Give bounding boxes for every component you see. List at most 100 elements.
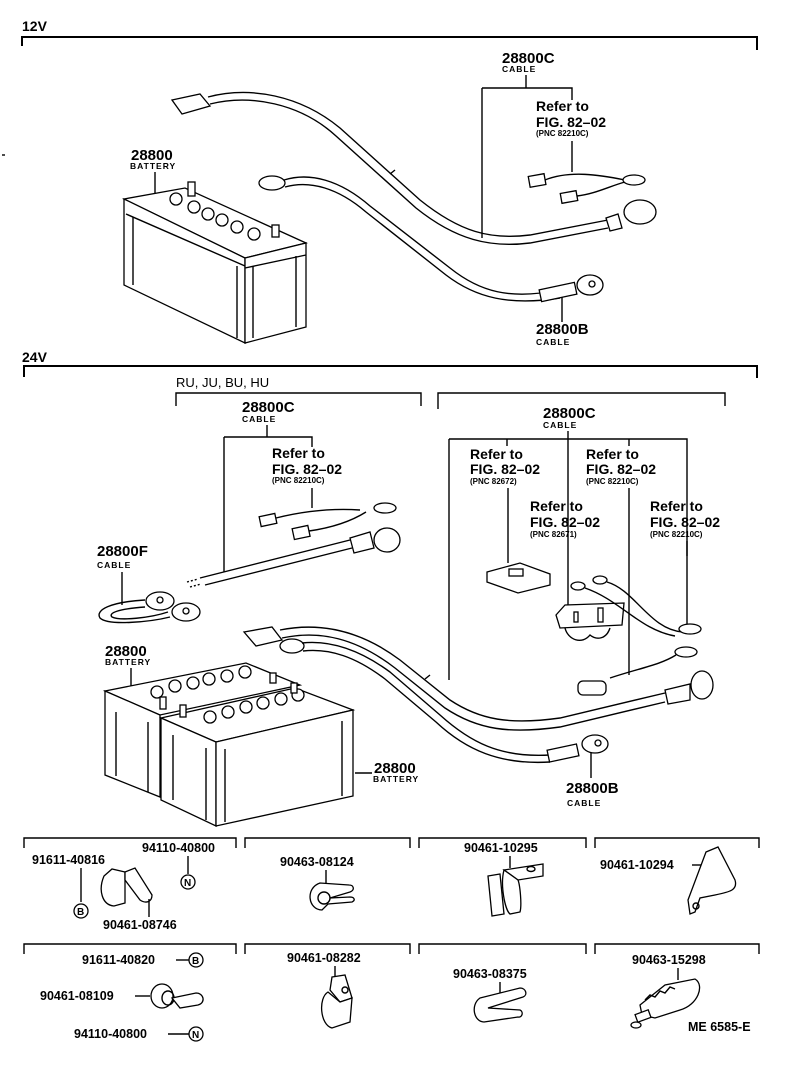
pnc-code: (PNC 82210C) [586,477,639,486]
diagram-code: ME 6585-E [688,1020,751,1034]
part-number: 94110-40800 [142,841,215,855]
cable-label-28800f: 28800F CABLE [97,543,148,605]
clamp-box-4: 90461-10294 [600,846,737,915]
clamp-box-7: 90463-08375 [453,967,527,1023]
cable-label-28800c-24v-right: 28800C CABLE [448,405,688,680]
clamp-box-bracket [594,943,760,954]
clamp-box-bracket [23,837,237,848]
battery-24v-a [102,662,303,798]
bolt-symbol-icon [188,952,204,968]
symbol-letter: B [77,907,84,918]
variant-bracket-left [175,392,422,406]
refer-to-text: Refer to [470,446,523,462]
variant-bracket-right [437,392,726,409]
part-number: 28800 [131,147,173,164]
part-number: 90463-08124 [280,855,354,869]
part-name: CABLE [567,798,601,808]
pnc-code: (PNC 82210C) [650,530,703,539]
part-name: CABLE [242,414,276,424]
symbol-letter: B [192,956,199,967]
clamp-box-5: 91611-40820 B 90461-08109 94110-40800 N [40,952,204,1042]
part-number: 28800B [536,321,589,338]
cable-28800b-12v [258,175,604,322]
refer-to-text: Refer to [536,98,589,114]
cable-label-28800c-12v: 28800C CABLE [481,50,573,238]
clamp-box-8: 90463-15298 [630,953,706,1029]
pnc-code: (PNC 82210C) [272,476,325,485]
part-number: 28800C [502,50,555,67]
refer-to-text: Refer to [650,498,703,514]
part-number: 28800 [374,760,416,777]
clamp-box-2: 90463-08124 [280,855,355,911]
section-12v: 12V 28800 BATTERY [2,18,758,347]
section-24v: 24V RU, JU, BU, HU 28800C CABLE Refer to… [22,349,758,828]
reference-note-24v-pnc-82672: Refer to FIG. 82–02 (PNC 82672) [470,446,540,563]
reference-note-24v-left: Refer to FIG. 82–02 (PNC 82210C) [272,445,342,508]
battery-12v [121,181,308,345]
nut-symbol-icon [180,874,196,890]
cable-tie-icon [639,978,701,1019]
part-name: BATTERY [373,774,419,784]
part-name: BATTERY [105,657,151,667]
clamp-icon [309,882,355,911]
part-number: 90461-08282 [287,951,361,965]
part-number: 28800F [97,543,148,560]
clamp-box-bracket [244,943,411,954]
section-bracket-12v [21,36,758,50]
reference-note-24v-pnc-82671: Refer to FIG. 82–02 (PNC 82671) [530,498,600,539]
cable-28800b-24v [279,638,609,778]
variant-label: RU, JU, BU, HU [176,375,269,390]
bolt-symbol-icon [73,903,89,919]
clamp-icon [100,868,126,907]
clamp-box-bracket [594,837,760,848]
part-name: CABLE [97,560,131,570]
battery-label-24v-a: 28800 BATTERY [105,643,151,688]
part-name: CABLE [536,337,570,347]
cable-28800f [98,591,201,624]
figure-reference: FIG. 82–02 [470,461,540,477]
figure-reference: FIG. 82–02 [536,114,606,130]
battery-label-12v: 28800 BATTERY [130,147,176,197]
figure-reference: FIG. 82–02 [650,514,720,530]
refer-to-text: Refer to [586,446,639,462]
clamp-box-bracket [418,943,587,954]
reference-note-24v-pnc-82210c-a: Refer to FIG. 82–02 (PNC 82210C) [586,446,656,675]
clamp-box-bracket [23,943,237,954]
part-name: CABLE [502,64,536,74]
figure-reference: FIG. 82–02 [530,514,600,530]
part-number: 91611-40820 [82,953,155,967]
clamp-parts-grid: 91611-40816 94110-40800 B N 90461-08746 … [23,837,760,1042]
part-number: 28800C [242,399,295,416]
cable-28800c-24v [242,626,666,731]
part-number: 90461-10294 [600,858,674,872]
part-name: BATTERY [130,161,176,171]
cable-label-28800c-24v-left: 28800C CABLE [223,399,313,572]
refer-to-text: Refer to [272,445,325,461]
pnc-code: (PNC 82672) [470,477,517,486]
part-number: 90463-08375 [453,967,527,981]
battery-24v-b [158,682,356,828]
symbol-letter: N [184,878,191,889]
nut-symbol-icon [188,1026,204,1042]
clamp-box-bracket [244,837,411,848]
terminal-cover [486,562,551,594]
battery-label-24v-b: 28800 BATTERY [355,760,419,784]
figure-reference: FIG. 82–02 [586,461,656,477]
clamp-box-bracket [418,837,587,848]
battery-caps [169,181,280,241]
reference-note-12v: Refer to FIG. 82–02 (PNC 82210C) [536,98,606,172]
reference-note-24v-pnc-82210c-b: Refer to FIG. 82–02 (PNC 82210C) [650,498,720,625]
part-number: 94110-40800 [74,1027,147,1041]
sub-harness-24v-right [570,575,714,705]
refer-to-text: Refer to [530,498,583,514]
terminal-block [555,602,625,642]
part-number: 90461-10295 [464,841,538,855]
clamp-box-3: 90461-10295 [464,841,544,917]
sub-harness-24v-left [186,502,401,588]
clamp-box-1: 91611-40816 94110-40800 B N 90461-08746 [32,841,215,932]
clamp-box-6: 90461-08282 [287,951,361,1029]
part-number: 28800B [566,780,619,797]
pnc-code: (PNC 82671) [530,530,577,539]
cable-label-28800b-12v: 28800B CABLE [536,321,589,347]
